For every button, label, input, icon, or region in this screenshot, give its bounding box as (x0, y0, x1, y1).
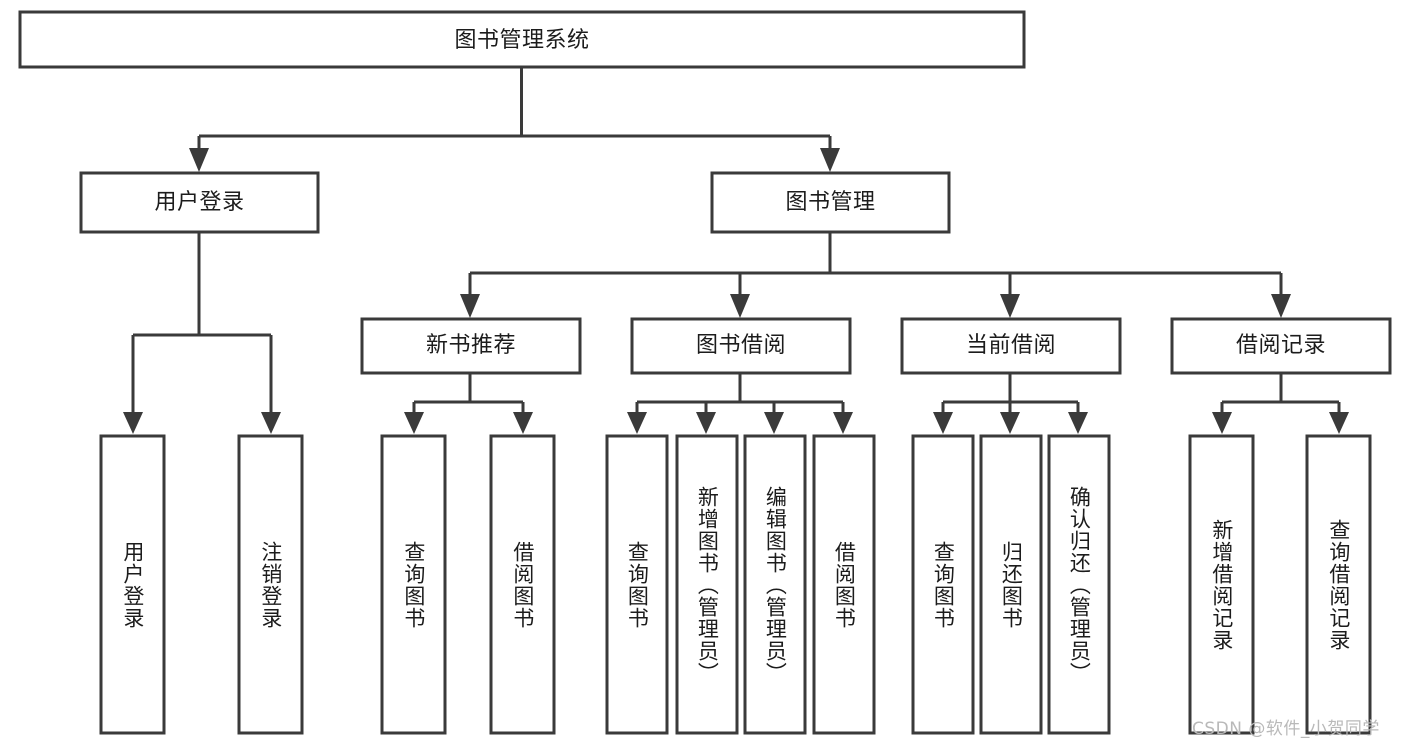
arrow-icon-leaf-br2 (1329, 412, 1349, 434)
arrow-icon-leaf-bb1 (627, 412, 647, 434)
node-leaf-ul-2-box[interactable] (237, 434, 304, 735)
node-new-book-recommend-label: 新书推荐 (426, 333, 516, 358)
nodes-group: 图书管理系统 用户登录 图书管理 新书推荐 图书借阅 当前借阅 借阅记录 (18, 10, 1392, 735)
arrowheads-group (123, 148, 1349, 434)
node-user-login-label: 用户登录 (154, 190, 244, 215)
node-leaf-nb-2-box[interactable] (489, 434, 556, 735)
node-book-borrow-box[interactable] (630, 317, 852, 375)
node-user-login-box[interactable] (79, 171, 320, 234)
node-leaf-br-1-box[interactable] (1188, 434, 1255, 735)
node-leaf-cb-1-box[interactable] (911, 434, 975, 735)
node-leaf-cb-3-box[interactable] (1047, 434, 1111, 735)
node-root-label: 图书管理系统 (454, 28, 589, 53)
arrow-icon-leaf-bb4 (833, 412, 853, 434)
node-book-management-box[interactable] (710, 171, 951, 234)
node-current-borrow-box[interactable] (900, 317, 1122, 375)
arrow-icon-leaf-bb2 (696, 412, 716, 434)
node-leaf-ul-1-box[interactable] (99, 434, 166, 735)
node-root-box[interactable] (18, 10, 1026, 69)
arrow-icon-leaf-nb1 (404, 412, 424, 434)
arrow-icon-leaf-cb2 (1000, 412, 1020, 434)
arrow-icon-to-userlogin (189, 148, 209, 172)
arrow-icon-leaf-bb3 (764, 412, 784, 434)
arrow-icon-to-record (1271, 294, 1291, 318)
arrow-icon-to-current (1000, 294, 1020, 318)
node-leaf-bb-4-box[interactable] (812, 434, 876, 735)
node-borrow-record-box[interactable] (1170, 317, 1392, 375)
node-book-borrow-label: 图书借阅 (696, 333, 786, 358)
arrow-icon-leaf-cb3 (1068, 412, 1088, 434)
arrow-icon-leaf-nb2 (513, 412, 533, 434)
arrow-icon-leaf-ul2 (261, 412, 281, 434)
node-new-book-recommend-box[interactable] (360, 317, 582, 375)
node-leaf-nb-1-box[interactable] (380, 434, 447, 735)
node-leaf-bb-3-box[interactable] (743, 434, 807, 735)
arrow-icon-leaf-ul1 (123, 412, 143, 434)
node-current-borrow-label: 当前借阅 (966, 333, 1056, 358)
node-leaf-br-2-box[interactable] (1305, 434, 1372, 735)
arrow-icon-leaf-cb1 (933, 412, 953, 434)
csdn-watermark: CSDN @软件_小贺同学 (1192, 719, 1380, 739)
node-leaf-bb-2-box[interactable] (675, 434, 739, 735)
arrow-icon-leaf-br1 (1212, 412, 1232, 434)
node-book-management-label: 图书管理 (785, 190, 875, 215)
arrow-icon-to-newbook (460, 294, 480, 318)
arrow-icon-to-borrow (730, 294, 750, 318)
arrow-icon-to-bookmgmt (820, 148, 840, 172)
node-leaf-bb-1-box[interactable] (605, 434, 669, 735)
node-borrow-record-label: 借阅记录 (1236, 333, 1326, 358)
node-leaf-cb-2-box[interactable] (979, 434, 1043, 735)
